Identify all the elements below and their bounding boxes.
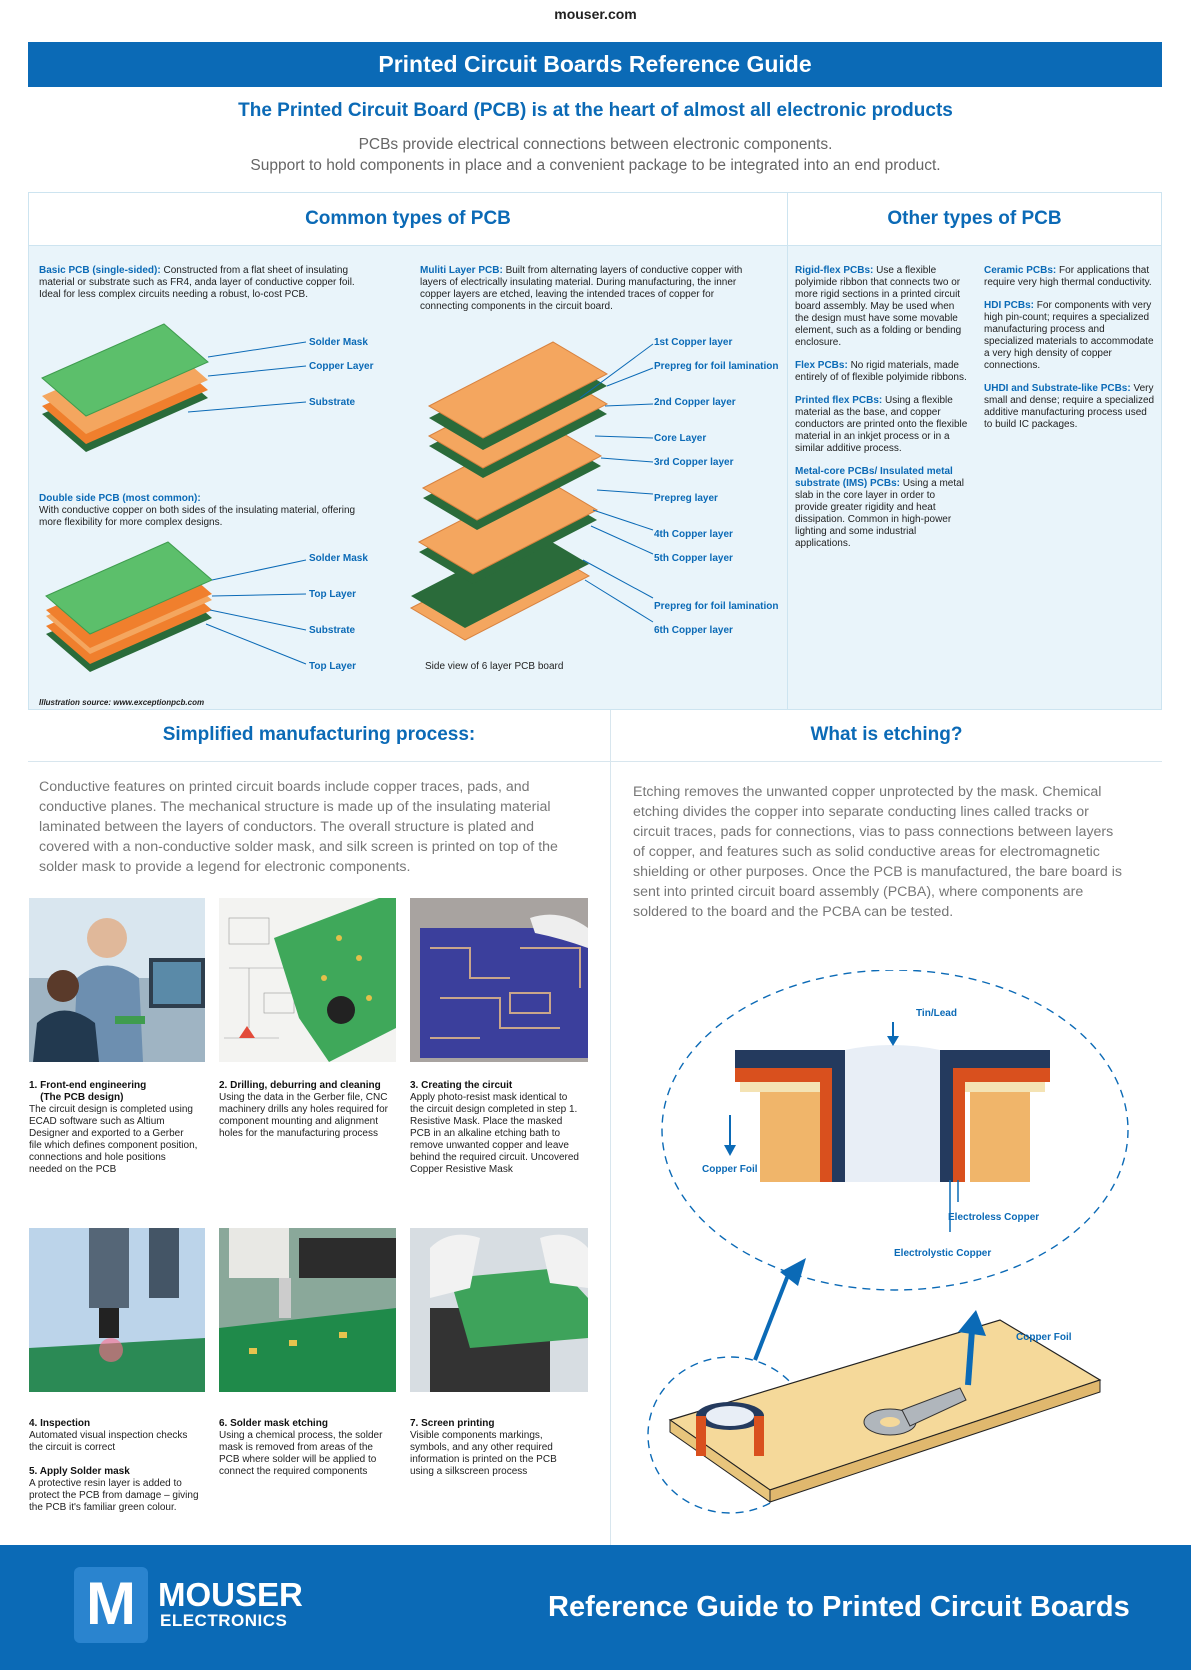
photo-screen-printing xyxy=(410,1228,588,1392)
label-solder-mask-2: Solder Mask xyxy=(309,553,368,564)
board-illustration xyxy=(668,1319,1102,1503)
etching-diagram xyxy=(647,970,1129,1514)
page-title: Printed Circuit Boards Reference Guide xyxy=(28,42,1162,87)
photo-front-end-engineering xyxy=(29,898,205,1062)
other-types-left: Rigid-flex PCBs: Use a flexible polyimid… xyxy=(795,265,968,549)
label-prepreg-foil-1: Prepreg for foil lamination xyxy=(654,361,779,372)
label-2nd-copper: 2nd Copper layer xyxy=(654,397,736,408)
double-pcb-illustration xyxy=(45,541,307,672)
label-prepreg-layer: Prepreg layer xyxy=(654,493,718,504)
double-pcb-description: Double side PCB (most common):With condu… xyxy=(39,493,356,528)
label-electroless-copper: Electroless Copper xyxy=(948,1212,1040,1223)
basic-pcb-illustration xyxy=(41,323,307,452)
label-tin-lead: Tin/Lead xyxy=(916,1008,957,1019)
label-substrate: Substrate xyxy=(309,397,356,408)
etching-heading: What is etching? xyxy=(611,710,1162,762)
multi-layer-caption: Side view of 6 layer PCB board xyxy=(425,661,564,672)
manufacturing-heading: Simplified manufacturing process: xyxy=(28,710,610,762)
label-prepreg-foil-2: Prepreg for foil lamination xyxy=(654,601,779,612)
label-core-layer: Core Layer xyxy=(654,433,707,444)
label-copper-foil-2: Copper Foil xyxy=(1016,1332,1072,1343)
mouser-logo-sub: ELECTRONICS xyxy=(160,1611,288,1630)
other-types-heading: Other types of PCB xyxy=(787,192,1162,246)
label-6th-copper: 6th Copper layer xyxy=(654,625,733,636)
mouser-logo-icon[interactable] xyxy=(74,1567,148,1643)
basic-pcb-description: Basic PCB (single-sided): Constructed fr… xyxy=(39,265,355,300)
label-5th-copper: 5th Copper layer xyxy=(654,553,733,564)
step-1: 1. Front-end engineering (The PCB design… xyxy=(29,1080,198,1175)
label-4th-copper: 4th Copper layer xyxy=(654,529,733,540)
manufacturing-text: Conductive features on printed circuit b… xyxy=(39,779,558,875)
intro-line-2: Support to hold components in place and … xyxy=(250,157,941,174)
mouser-logo-name: MOUSER xyxy=(158,1576,303,1613)
label-top-layer: Top Layer xyxy=(309,589,357,600)
label-copper-layer: Copper Layer xyxy=(309,361,374,372)
lower-divider xyxy=(610,710,611,1545)
photo-inspection xyxy=(29,1228,205,1392)
multi-layer-pcb-description: Muliti Layer PCB: Built from alternating… xyxy=(420,265,743,312)
via-cross-section xyxy=(735,1045,1050,1182)
illustration-source: Illustration source: www.exceptionpcb.co… xyxy=(39,698,205,707)
label-substrate-2: Substrate xyxy=(309,625,356,636)
pcb-types-panel xyxy=(28,192,1162,710)
label-electrolytic-copper: Electrolystic Copper xyxy=(894,1248,992,1259)
label-solder-mask: Solder Mask xyxy=(309,337,368,348)
mouser-logo-letter: M xyxy=(86,1570,136,1637)
etching-text: Etching removes the unwanted copper unpr… xyxy=(633,784,1122,920)
label-top-layer-2: Top Layer xyxy=(309,661,357,672)
photo-solder-mask-etching xyxy=(219,1228,396,1392)
other-types-right: Ceramic PCBs: For applications that requ… xyxy=(984,265,1155,430)
multi-layer-illustration xyxy=(409,341,654,641)
footer-title: Reference Guide to Printed Circuit Board… xyxy=(548,1591,1130,1623)
label-copper-foil: Copper Foil xyxy=(702,1164,758,1175)
label-3rd-copper: 3rd Copper layer xyxy=(654,457,734,468)
section-divider xyxy=(787,192,788,710)
common-types-heading: Common types of PCB xyxy=(28,192,788,246)
intro-line-1: PCBs provide electrical connections betw… xyxy=(358,136,833,153)
site-url[interactable]: mouser.com xyxy=(554,6,637,22)
page-subtitle: The Printed Circuit Board (PCB) is at th… xyxy=(238,100,953,121)
label-1st-copper: 1st Copper layer xyxy=(654,337,733,348)
footer xyxy=(0,1545,1191,1670)
intro-text: PCBs provide electrical connections betw… xyxy=(0,134,1191,176)
photo-drilling xyxy=(219,898,396,1062)
photo-creating-circuit xyxy=(410,898,588,1062)
